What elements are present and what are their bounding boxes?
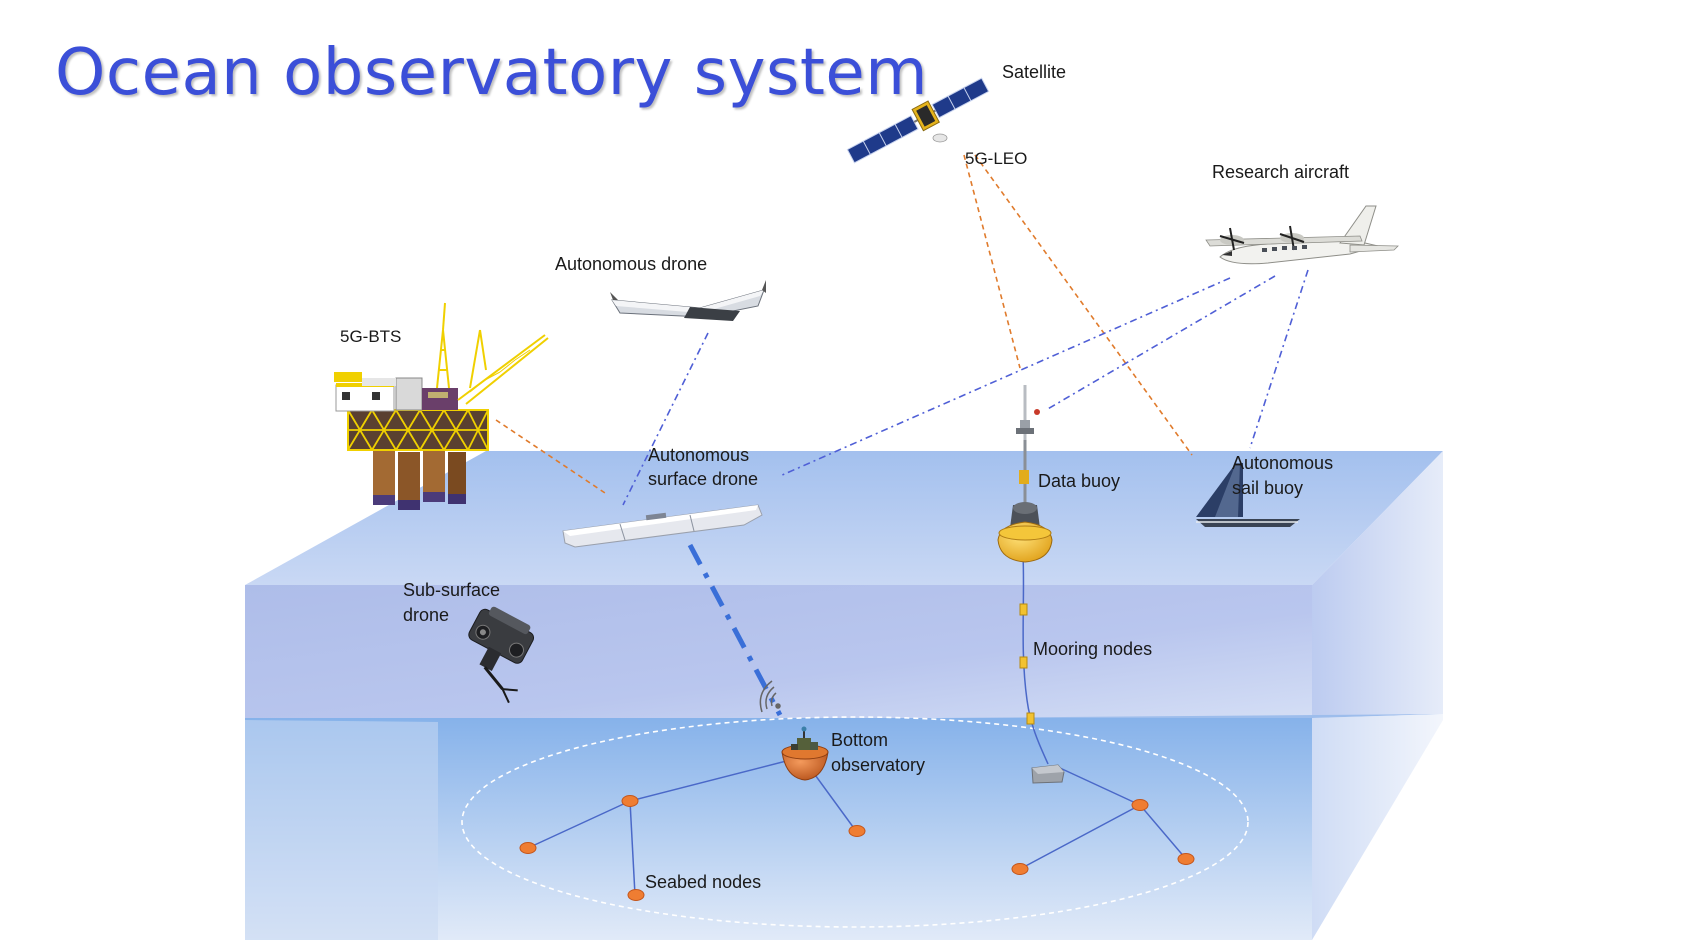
data-buoy-label: Data buoy bbox=[1038, 471, 1121, 491]
satellite-label: Satellite bbox=[1002, 62, 1067, 82]
seabed-node bbox=[1177, 853, 1195, 865]
data-buoy-icon bbox=[997, 385, 1053, 563]
bottom-observatory-label-line2: observatory bbox=[831, 755, 926, 775]
oil-platform-icon bbox=[334, 302, 549, 510]
sub-surface-drone-icon bbox=[468, 606, 535, 704]
sail-buoy-icon bbox=[1196, 463, 1300, 527]
seabed-node bbox=[1011, 863, 1029, 875]
seabed-cables bbox=[527, 554, 1187, 896]
link-aircraft-sailbuoy bbox=[1249, 269, 1309, 449]
bottom-observatory-label-line1: Bottom bbox=[831, 730, 889, 750]
radio-links bbox=[495, 154, 1193, 496]
bottom-observatory-icon bbox=[781, 726, 829, 781]
research-aircraft-label: Research aircraft bbox=[1212, 162, 1350, 182]
ocean-surface-layer bbox=[245, 451, 1443, 585]
link-aircraft-databuoy bbox=[1045, 275, 1276, 411]
sub-surface-drone-label-line1: Sub-surface bbox=[403, 580, 501, 600]
mooring-anchor-icon bbox=[1031, 764, 1065, 784]
seabed-node bbox=[1131, 799, 1149, 811]
link-drone-surface-drone bbox=[622, 332, 709, 506]
drone-icon bbox=[610, 280, 766, 321]
seabed-nodes bbox=[519, 795, 1195, 901]
surface-drone-label-line1: Autonomous bbox=[648, 445, 750, 465]
5g-leo-label: 5G-LEO bbox=[965, 149, 1028, 168]
page-title: Ocean observatory system bbox=[55, 36, 929, 110]
aircraft-icon bbox=[1205, 205, 1399, 265]
seabed-network-boundary bbox=[461, 716, 1249, 928]
mooring-node bbox=[1019, 656, 1028, 669]
sail-buoy-label-line2: sail buoy bbox=[1232, 478, 1304, 498]
satellite-icon bbox=[846, 77, 990, 164]
link-acoustic-surface-bottom bbox=[687, 543, 783, 717]
mooring-node bbox=[1019, 603, 1028, 616]
surface-drone-icon bbox=[562, 504, 763, 548]
autonomous-drone-label: Autonomous drone bbox=[555, 254, 708, 274]
seabed-node bbox=[519, 842, 537, 854]
optical-links bbox=[622, 269, 1309, 506]
mooring-nodes-label: Mooring nodes bbox=[1033, 639, 1153, 659]
seabed-node bbox=[621, 795, 639, 807]
link-aircraft-surface-drone bbox=[779, 277, 1231, 477]
link-bts-surface-drone bbox=[495, 419, 609, 496]
wifi-signal-icon bbox=[759, 680, 781, 713]
sub-surface-drone-label-line2: drone bbox=[403, 605, 450, 625]
5g-bts-label: 5G-BTS bbox=[340, 327, 402, 346]
seabed-nodes-label: Seabed nodes bbox=[645, 872, 762, 892]
link-satellite-sailbuoy bbox=[974, 154, 1193, 456]
surface-drone-label-line2: surface drone bbox=[648, 469, 759, 489]
seabed-node bbox=[627, 889, 645, 901]
mooring-nodes bbox=[1019, 603, 1035, 725]
mooring-node bbox=[1026, 712, 1035, 725]
link-satellite-databuoy bbox=[963, 154, 1021, 369]
sail-buoy-label-line1: Autonomous bbox=[1232, 453, 1334, 473]
seabed-node bbox=[848, 825, 866, 837]
